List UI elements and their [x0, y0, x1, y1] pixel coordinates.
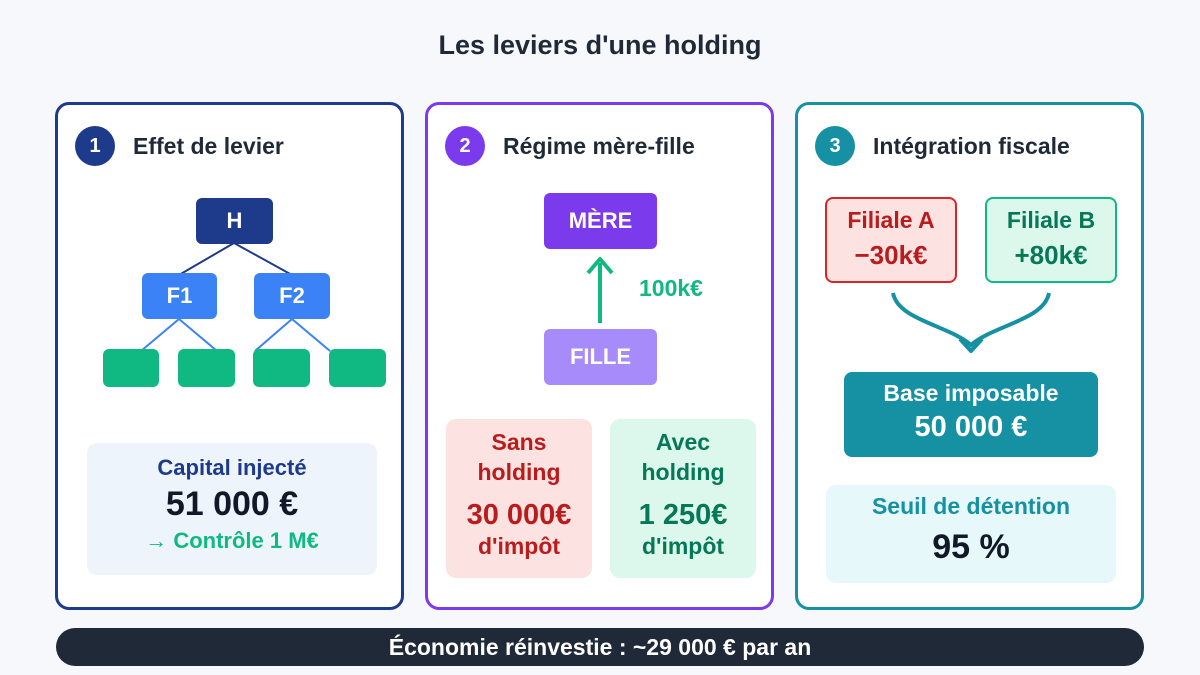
capital-label: Capital injecté — [157, 455, 307, 480]
sub-subsidiary-node — [103, 349, 159, 387]
card-header: 1 Effet de levier — [75, 126, 284, 166]
tax-label: d'impôt — [477, 533, 561, 559]
mere-node: MÈRE — [544, 193, 657, 249]
step-number-badge: 2 — [445, 126, 485, 166]
holding-node: H — [196, 198, 273, 244]
taxable-base-amount: 50 000 € — [914, 411, 1028, 443]
capital-info-panel: Capital injecté 51 000 € → Contrôle 1 M€ — [87, 443, 377, 575]
capital-amount: 51 000 € — [165, 485, 299, 523]
card-header: 3 Intégration fiscale — [815, 126, 1070, 166]
subsidiary-node-f1: F1 — [142, 273, 217, 319]
threshold-label: Seuil de détention — [871, 493, 1071, 519]
dividend-amount: 100k€ — [639, 275, 703, 301]
upward-arrow-icon — [586, 257, 614, 323]
merge-arrow-icon — [891, 292, 1051, 353]
threshold-panel: Seuil de détention 95 % — [826, 485, 1116, 583]
sub-subsidiary-node — [329, 349, 386, 387]
sub-subsidiary-node — [178, 349, 235, 387]
filiale-result: −30k€ — [854, 240, 928, 270]
card-title: Intégration fiscale — [873, 132, 1070, 159]
card-title: Régime mère-fille — [503, 132, 695, 159]
tax-amount: 30 000€ — [466, 499, 572, 531]
control-amount: → Contrôle 1 M€ — [145, 528, 319, 553]
page-title: Les leviers d'une holding — [438, 30, 762, 60]
subsidiary-node-f2: F2 — [254, 273, 330, 319]
filiale-name: Filiale A — [847, 207, 935, 233]
tax-label: d'impôt — [641, 533, 725, 559]
tax-amount: 1 250€ — [638, 499, 728, 531]
threshold-value: 95 % — [932, 528, 1010, 566]
taxable-base-box: Base imposable 50 000 € — [844, 372, 1098, 457]
filiale-name: Filiale B — [1006, 207, 1096, 233]
sub-subsidiary-node — [253, 349, 310, 387]
tree-connectors — [140, 242, 331, 352]
savings-banner: Économie réinvestie : ~29 000 € par an — [56, 628, 1144, 666]
card-integration-fiscale: 3 Intégration fiscale Filiale A −30k€ Fi… — [795, 102, 1144, 610]
card-effet-de-levier: 1 Effet de levier H F1 F2 Capital inject… — [55, 102, 404, 610]
step-number-badge: 3 — [815, 126, 855, 166]
filiale-a-box: Filiale A −30k€ — [825, 197, 957, 283]
card-title: Effet de levier — [133, 132, 284, 159]
card-regime-mere-fille: 2 Régime mère-fille MÈRE 100k€ FILLE San… — [425, 102, 774, 610]
card-header: 2 Régime mère-fille — [445, 126, 695, 166]
filiale-b-box: Filiale B +80k€ — [985, 197, 1117, 283]
taxable-base-label: Base imposable — [883, 380, 1059, 406]
fille-node: FILLE — [544, 329, 657, 385]
step-number-badge: 1 — [75, 126, 115, 166]
filiale-result: +80k€ — [1014, 240, 1088, 270]
